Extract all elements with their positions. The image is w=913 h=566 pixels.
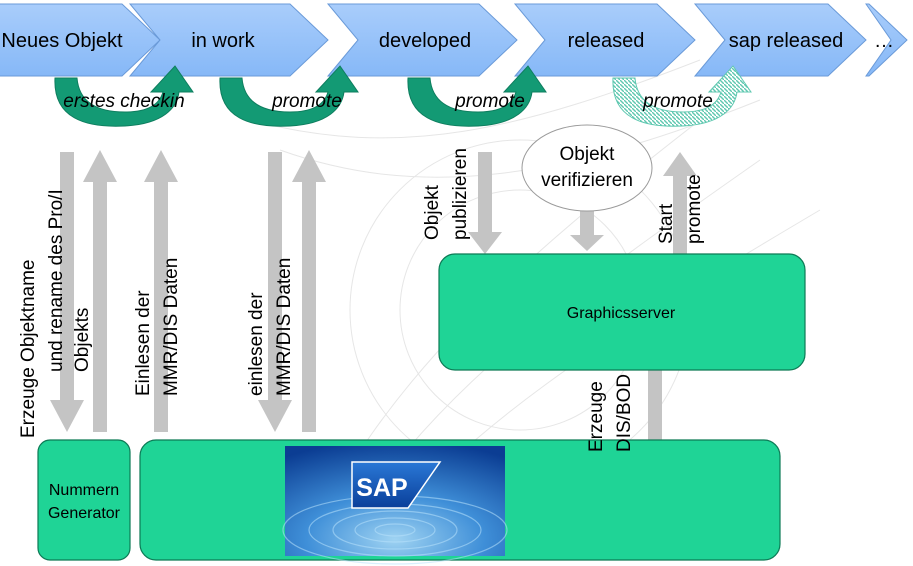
transition-loop-arrow xyxy=(407,65,547,127)
label-read-mmr-1b: MMR/DIS Daten xyxy=(161,258,182,396)
process-step-chevron xyxy=(865,3,908,77)
process-step-label: Neues Objekt xyxy=(1,30,123,52)
flow-labels: Erzeuge Objektname und rename des Pro/I … xyxy=(18,148,705,452)
label-create-object-3: Objekts xyxy=(72,308,93,372)
sap-system-box: SAP xyxy=(139,439,781,565)
transition-label: promote xyxy=(642,91,713,112)
process-step-label: … xyxy=(874,30,894,52)
label-read-mmr-2b: MMR/DIS Daten xyxy=(274,258,295,396)
transition-label: erstes checkin xyxy=(63,91,184,112)
process-step-chevron xyxy=(326,3,518,77)
label-read-mmr-2a: einlesen der xyxy=(246,292,267,396)
sap-logo-text: SAP xyxy=(356,474,407,502)
arrow-up-read-mmr-1b xyxy=(144,150,178,432)
arrow-down-read-mmr-2 xyxy=(258,152,292,432)
label-create-dis-2: DIS/BOD xyxy=(614,374,635,452)
process-step-label: in work xyxy=(191,30,255,52)
verify-object-ellipse: Objekt verifizieren xyxy=(521,124,653,212)
number-generator-line1: Nummern xyxy=(49,482,119,499)
transition-loop-arrow xyxy=(54,65,194,127)
process-step-chevron xyxy=(513,3,696,77)
label-read-mmr-1a: Einlesen der xyxy=(133,290,154,396)
arrow-down-create-object xyxy=(50,152,84,432)
transition-label: promote xyxy=(454,91,525,112)
process-step-chevron xyxy=(0,3,161,77)
number-generator-line2: Generator xyxy=(48,505,121,522)
label-create-dis-1: Erzeuge xyxy=(586,381,607,452)
arrow-up-start-promote xyxy=(663,152,697,254)
label-publish-1: Objekt xyxy=(422,184,443,240)
process-step-label: released xyxy=(568,30,645,52)
process-step-label: sap released xyxy=(729,30,844,52)
gray-flow-arrows xyxy=(50,150,697,474)
graphicsserver-box: Graphicsserver xyxy=(438,253,806,371)
arrow-up-read-mmr-2 xyxy=(292,150,326,432)
process-step-label: developed xyxy=(379,30,471,52)
arrow-up-read-mmr-1 xyxy=(83,150,117,432)
label-start-promote-2: promote xyxy=(684,174,705,244)
process-chevron-row: Neues Objekt in work developed released sap … xyxy=(0,3,908,77)
label-publish-2: publizieren xyxy=(450,148,471,240)
transition-loop-arrow xyxy=(219,65,359,127)
arrow-down-verify xyxy=(570,210,604,251)
transition-loop-arrow xyxy=(612,65,752,127)
arrow-down-create-dis xyxy=(638,364,672,474)
verify-line1: Objekt xyxy=(560,144,616,165)
graphicsserver-label: Graphicsserver xyxy=(567,305,676,322)
label-start-promote-1: Start xyxy=(656,203,677,244)
arrow-down-publish xyxy=(468,152,502,254)
process-step-chevron xyxy=(128,3,329,77)
sap-logo-image: SAP xyxy=(282,446,508,565)
label-create-object-1: Erzeuge Objektname xyxy=(18,260,39,439)
transition-arrows: erstes checkin promote promote promote xyxy=(54,65,752,127)
label-create-object-2: und rename des Pro/I xyxy=(46,189,67,372)
verify-line2: verifizieren xyxy=(541,170,633,191)
transition-label: promote xyxy=(271,91,342,112)
number-generator-box: Nummern Generator xyxy=(37,439,131,561)
process-step-chevron xyxy=(693,3,867,77)
